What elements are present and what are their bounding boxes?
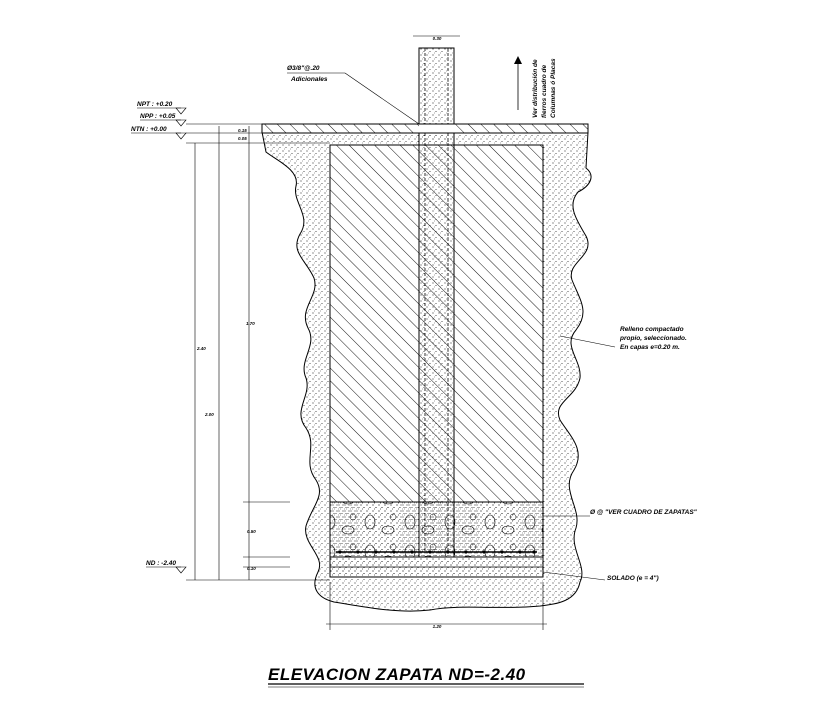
level-ntn: NTN : +0.00 bbox=[131, 126, 167, 133]
note-rebar-top: Ø3/8"@.20 bbox=[287, 65, 320, 72]
dim-bottom-width: 1.20 bbox=[433, 624, 442, 629]
note-rebar-sub: Adicionales bbox=[290, 76, 328, 83]
level-npt: NPT : +0.20 bbox=[137, 101, 173, 108]
note-column-3: Columnas ó Placas bbox=[550, 58, 557, 118]
dim-top-width: 0.30 bbox=[433, 36, 442, 41]
dim-inner-depth: 2.00 bbox=[204, 412, 214, 417]
note-footing: Ø @ "VER CUADRO DE ZAPATAS" bbox=[590, 509, 698, 516]
dim-footing-h: 0.50 bbox=[247, 529, 256, 534]
note-fill-1: Relleno compactado bbox=[620, 326, 684, 333]
note-fill-2: propio, seleccionado. bbox=[619, 335, 687, 342]
dim-small-a: 0.15 bbox=[238, 128, 247, 133]
level-npp: NPP : +0.05 bbox=[140, 113, 176, 120]
note-fill-3: En capas e=0.20 m. bbox=[620, 344, 680, 351]
note-column-2: fierros cuadro de bbox=[541, 65, 548, 118]
dim-solado-h: 0.10 bbox=[247, 566, 256, 571]
dim-total-depth: 2.40 bbox=[196, 346, 206, 351]
dim-small-b: 0.05 bbox=[238, 136, 247, 141]
dim-fill-depth: 1.70 bbox=[246, 321, 255, 326]
drawing-title: ELEVACION ZAPATA ND=-2.40 bbox=[268, 665, 526, 684]
level-nd: ND : -2.40 bbox=[146, 560, 176, 567]
note-solado: SOLADO (e = 4") bbox=[607, 575, 659, 582]
note-column-1: Ver distribución de bbox=[532, 59, 539, 118]
